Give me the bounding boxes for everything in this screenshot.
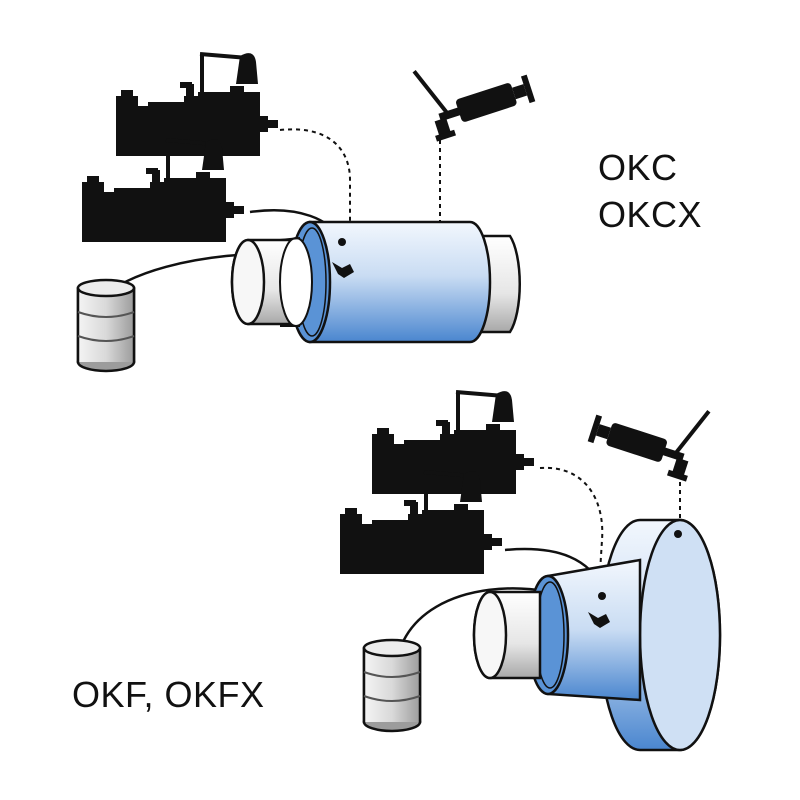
injector-gun-icon — [412, 36, 540, 144]
model-label-okcx: OKCX — [598, 194, 703, 235]
coupling-sleeve — [526, 558, 642, 702]
hydraulic-pump-icon — [370, 389, 536, 496]
hose-upper-pump — [279, 128, 351, 222]
model-label-okc: OKC — [598, 147, 678, 188]
okc-assembly — [76, 36, 540, 373]
oil-drum-icon — [362, 638, 422, 733]
oil-drum-icon — [76, 278, 136, 373]
pipe — [472, 590, 542, 680]
okf-assembly — [338, 376, 722, 752]
injector-gun-icon — [583, 376, 711, 484]
hose-upper-pump — [539, 466, 604, 573]
model-label-okf-okfx: OKF, OKFX — [72, 674, 265, 715]
coupling-sleeve — [279, 220, 492, 344]
hydraulic-pump-icon — [114, 51, 280, 158]
